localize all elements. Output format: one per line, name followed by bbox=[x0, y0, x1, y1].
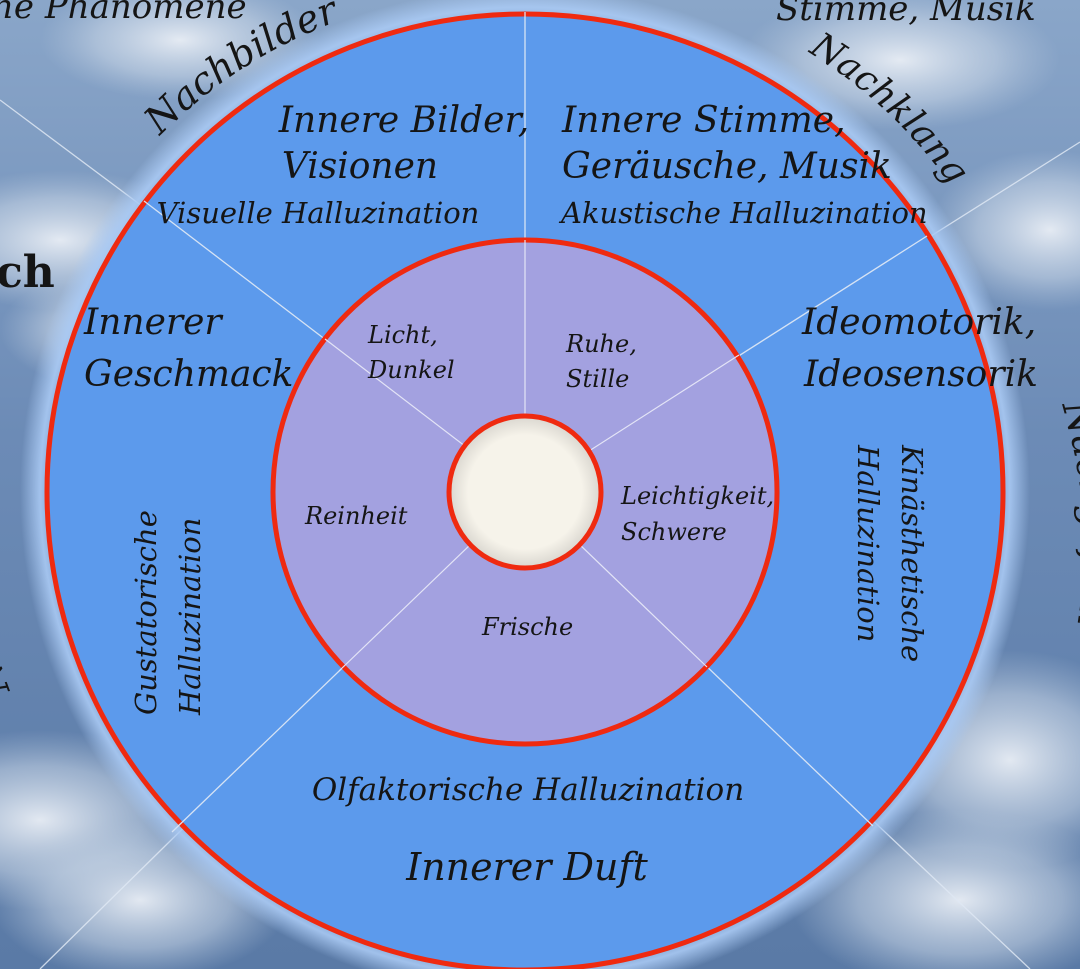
motor-label-line2: Ideosensorik bbox=[803, 354, 1038, 395]
gustatory-halluzination-label-line1: Gustatorische bbox=[129, 510, 163, 715]
center-circle bbox=[446, 413, 604, 571]
gustatory-halluzination-label-line2: Halluzination bbox=[173, 518, 207, 716]
corner-text-top-left: he Phänomene bbox=[0, 0, 247, 27]
acoustic-label-line2: Geräusche, Musik bbox=[562, 146, 892, 187]
edge-text-left-bold: ch bbox=[0, 247, 55, 298]
smell-label: Innerer Duft bbox=[405, 845, 648, 889]
acoustic-label-line1: Innere Stimme, bbox=[561, 100, 846, 141]
kinesthetic-halluzination-label-line1: Kinästhetische bbox=[895, 444, 929, 662]
leichtigkeit-label-line2: Schwere bbox=[621, 518, 727, 546]
visual-label-line1: Innere Bilder, bbox=[278, 100, 529, 141]
acoustic-halluzination-label: Akustische Halluzination bbox=[558, 196, 928, 230]
leichtigkeit-label-line1: Leichtigkeit, bbox=[620, 482, 774, 510]
olfactory-halluzination-label: Olfaktorische Halluzination bbox=[312, 772, 744, 808]
kinesthetic-halluzination-label-line2: Halluzination bbox=[851, 444, 885, 642]
visual-halluzination-label: Visuelle Halluzination bbox=[157, 196, 480, 230]
taste-label-line2: Geschmack bbox=[84, 354, 293, 395]
motor-label-line1: Ideomotorik, bbox=[801, 302, 1036, 343]
frische-label: Frische bbox=[481, 613, 573, 641]
reinheit-label: Reinheit bbox=[304, 502, 408, 530]
visual-label-line2: Visionen bbox=[282, 146, 438, 187]
licht-label-line1: Licht, bbox=[367, 321, 438, 349]
licht-label-line2: Dunkel bbox=[367, 356, 455, 384]
taste-label-line1: Innerer bbox=[83, 302, 223, 343]
ruhe-label-line2: Stille bbox=[566, 365, 629, 393]
ruhe-label-line1: Ruhe, bbox=[565, 330, 637, 358]
corner-text-top-right: Stimme, Musik bbox=[776, 0, 1036, 29]
